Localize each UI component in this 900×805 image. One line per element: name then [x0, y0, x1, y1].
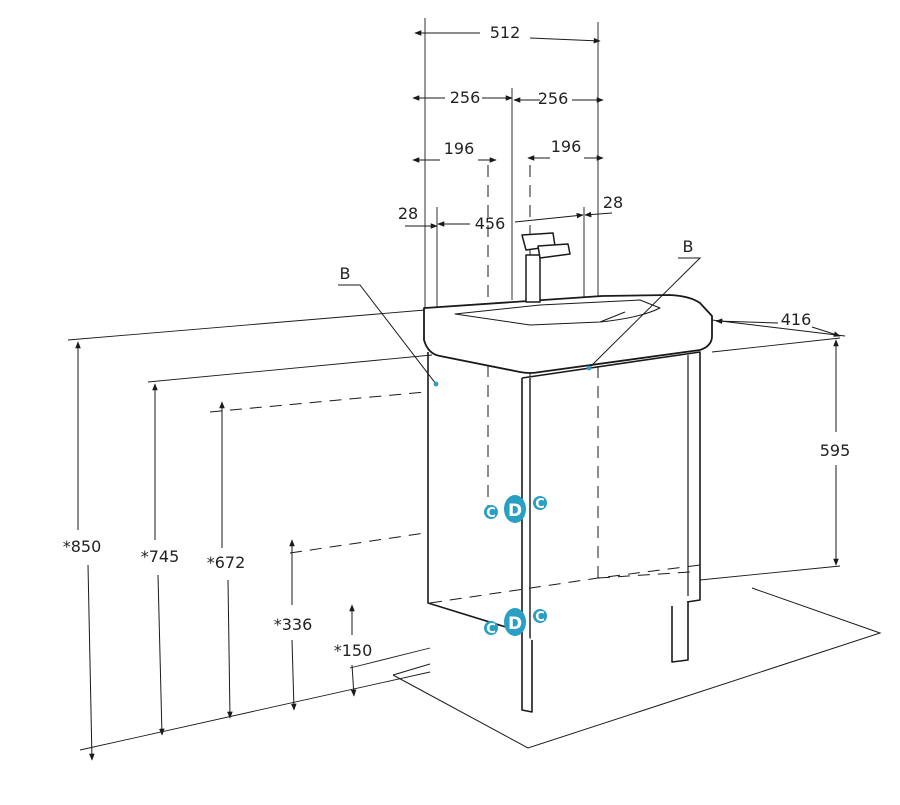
dim-height-150: *150 — [334, 641, 373, 660]
connector-group-lower: C D C — [484, 608, 547, 637]
dim-offset-left: 196 — [444, 139, 475, 158]
basin — [423, 294, 713, 374]
cold-connector-left-upper — [484, 505, 498, 519]
extension-lines — [67, 18, 846, 751]
dim-inner-width: 456 — [475, 214, 506, 233]
drain-connector-label: D — [508, 614, 522, 634]
cold-connector-right-lower — [533, 609, 547, 623]
cold-connector-label: C — [535, 610, 545, 625]
dim-edge-left: 28 — [398, 204, 418, 223]
point-b-left — [433, 381, 439, 387]
drain-connector-label: D — [508, 501, 522, 521]
dimension-labels: 512 256 256 196 196 28 456 28 416 595 *8… — [63, 23, 851, 660]
back-leg — [671, 602, 689, 663]
hidden-lines — [209, 165, 711, 604]
connector-group-upper: C D C — [484, 495, 547, 523]
dim-height-336: *336 — [274, 615, 313, 634]
cabinet-front-panel — [427, 352, 523, 633]
dim-cabinet-height: 595 — [820, 441, 851, 460]
basin-outer — [423, 294, 713, 374]
dim-offset-right: 196 — [551, 137, 582, 156]
dim-half-left: 256 — [450, 88, 481, 107]
faucet-body — [525, 254, 541, 303]
cold-connector-label: C — [535, 497, 545, 512]
front-leg — [521, 632, 533, 713]
faucet — [521, 232, 571, 303]
leader-lines — [338, 257, 702, 385]
cold-connector-label: C — [486, 506, 496, 521]
cabinet-side-panel — [521, 351, 701, 603]
label-b-left: B — [340, 264, 351, 283]
label-b-right: B — [683, 237, 694, 256]
dim-total-height: *850 — [63, 537, 102, 556]
cold-connector-left-lower — [484, 621, 498, 635]
cold-connector-right-upper — [533, 496, 547, 510]
floor-footprint — [392, 587, 882, 749]
dim-half-right: 256 — [538, 89, 569, 108]
dimension-lines — [75, 30, 841, 761]
drain-connector-upper — [504, 495, 526, 523]
dim-height-672: *672 — [207, 553, 246, 572]
point-b-right — [586, 365, 592, 371]
dim-depth: 416 — [781, 310, 812, 329]
cabinet — [427, 351, 701, 713]
cold-connector-label: C — [486, 622, 496, 637]
drain-connector-lower — [504, 608, 526, 636]
dim-height-745: *745 — [141, 547, 180, 566]
dim-overall-width: 512 — [490, 23, 521, 42]
faucet-spout — [537, 243, 571, 259]
dim-edge-right: 28 — [603, 193, 623, 212]
